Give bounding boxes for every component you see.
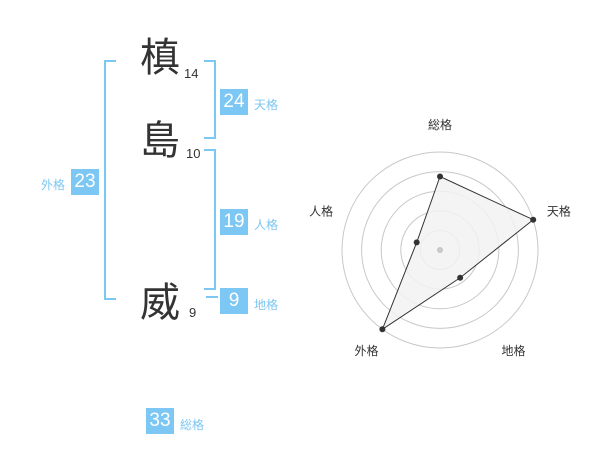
name-char-3: 威 bbox=[140, 280, 180, 326]
radar-ring-4 bbox=[361, 171, 519, 329]
radar-axis-label-1: 総格 bbox=[428, 117, 452, 132]
gaikaku-value: 23 bbox=[71, 169, 99, 195]
tenkaku-bracket bbox=[204, 60, 216, 139]
radar-point-4 bbox=[379, 326, 386, 333]
radar-axis-label-2: 天格 bbox=[547, 203, 571, 218]
gaikaku-label: 外格 bbox=[41, 178, 66, 192]
radar-axis-label-4: 外格 bbox=[355, 343, 379, 358]
radar-center-dot bbox=[437, 247, 443, 253]
soukaku-label: 総格 bbox=[180, 418, 205, 432]
name-char-2: 島 bbox=[140, 118, 180, 164]
radar-point-2 bbox=[530, 216, 537, 223]
radar-shape bbox=[381, 175, 535, 331]
tenkaku-label: 天格 bbox=[254, 98, 279, 112]
stroke-count-1: 14 bbox=[184, 66, 199, 81]
tenkaku-value: 24 bbox=[220, 89, 248, 115]
radar-point-3 bbox=[457, 274, 464, 281]
radar-ring-5 bbox=[341, 151, 539, 349]
jinkaku-label: 人格 bbox=[254, 218, 279, 232]
chikaku-label: 地格 bbox=[254, 298, 279, 312]
radar-axis-label-5: 人格 bbox=[309, 203, 333, 218]
radar-axis-label-3: 地格 bbox=[501, 343, 525, 358]
name-char-1: 槙 bbox=[140, 35, 180, 81]
stroke-count-2: 10 bbox=[186, 146, 201, 161]
jinkaku-bracket bbox=[204, 149, 216, 290]
radar-point-5 bbox=[413, 239, 420, 246]
stroke-count-3: 9 bbox=[189, 305, 197, 320]
chikaku-value: 9 bbox=[220, 288, 248, 314]
radar-point-1 bbox=[437, 173, 443, 180]
jinkaku-value: 19 bbox=[220, 209, 248, 235]
gaikaku-bracket bbox=[104, 60, 116, 300]
soukaku-value: 33 bbox=[146, 408, 174, 434]
chikaku-connector bbox=[206, 296, 218, 298]
